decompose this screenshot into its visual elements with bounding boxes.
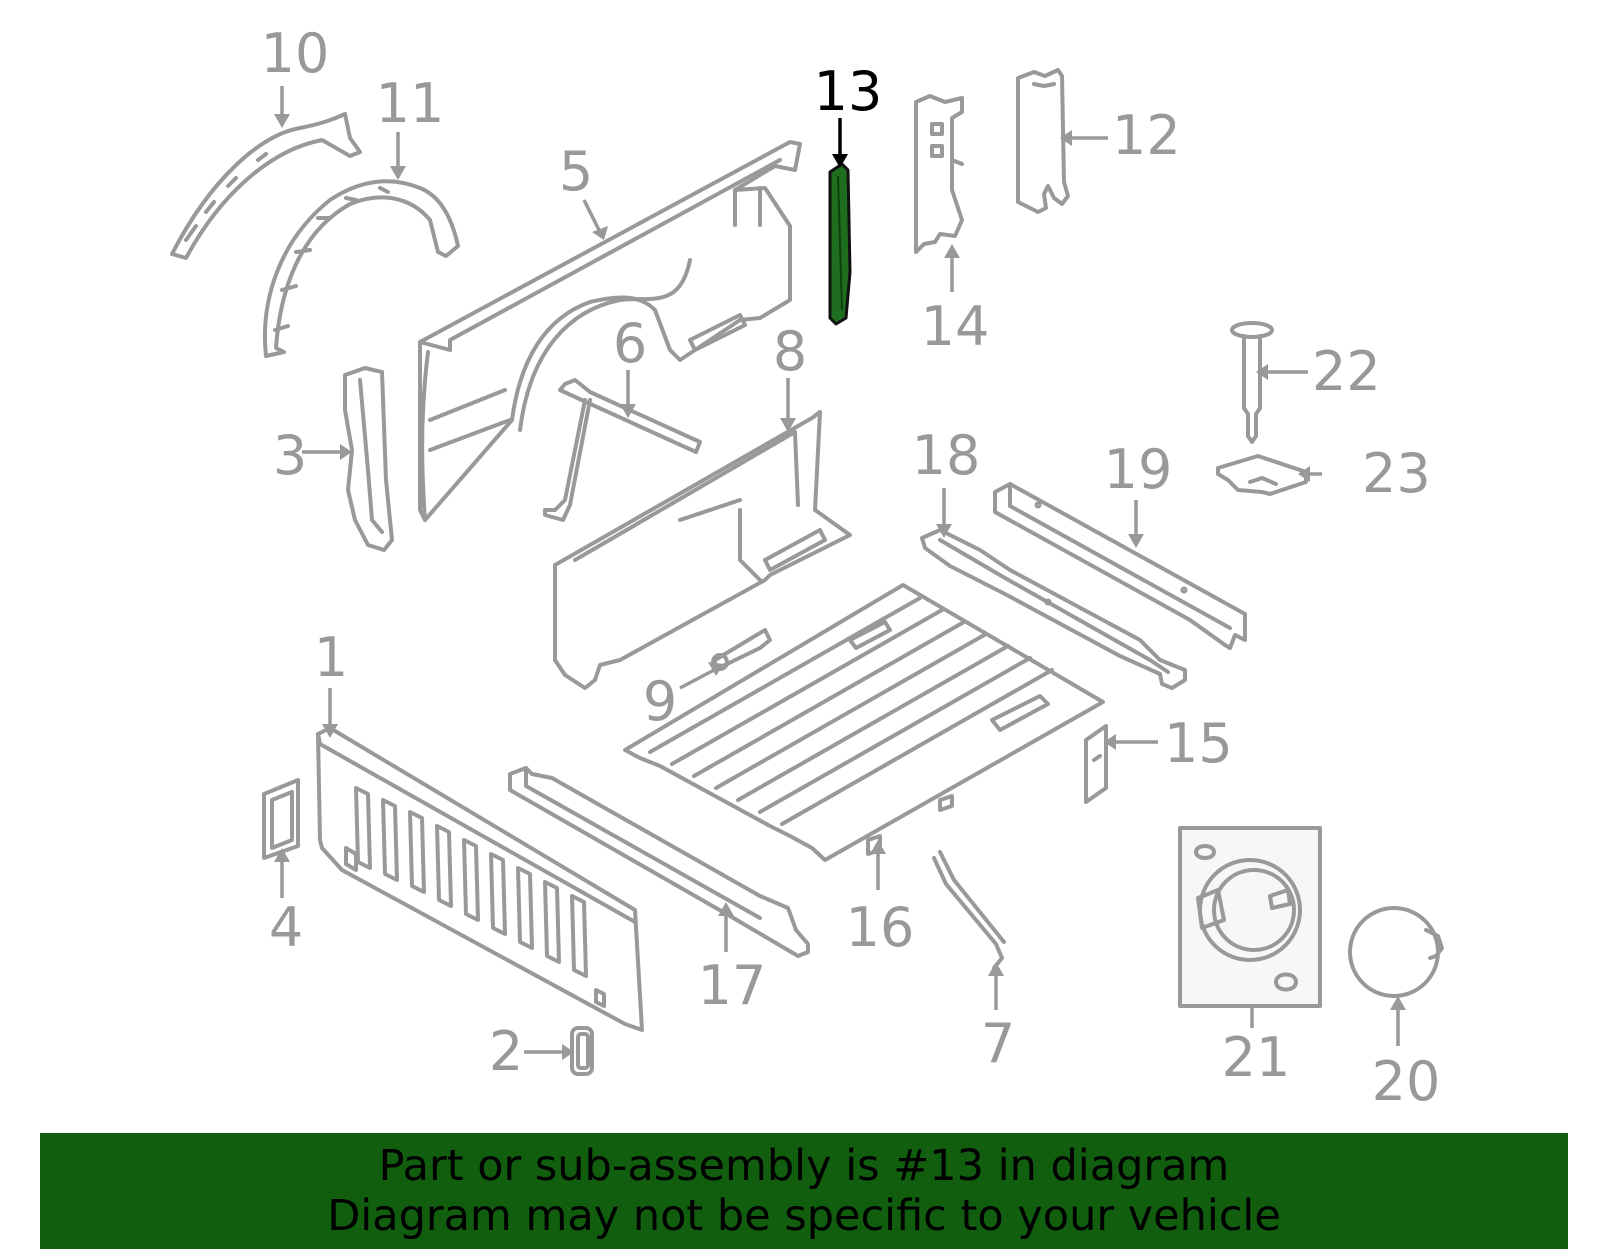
part-16-floor[interactable] — [623, 583, 1105, 862]
part-10-wheelhouse-outer[interactable] — [170, 112, 362, 260]
callout-12[interactable]: 12 — [1112, 104, 1181, 167]
callout-20[interactable]: 20 — [1372, 1050, 1441, 1113]
callout-13[interactable]: 13 — [814, 60, 883, 123]
callout-23[interactable]: 23 — [1362, 442, 1431, 505]
part-20-fuel-door[interactable] — [1348, 906, 1444, 998]
callout-6[interactable]: 6 — [613, 312, 647, 375]
callout-16[interactable]: 16 — [846, 896, 915, 959]
part-21-fuel-housing[interactable] — [1178, 826, 1322, 1008]
part-2-reflector[interactable] — [570, 1026, 594, 1076]
callout-1[interactable]: 1 — [314, 626, 348, 689]
callout-18[interactable]: 18 — [912, 424, 981, 487]
callout-7[interactable]: 7 — [981, 1012, 1015, 1075]
callout-14[interactable]: 14 — [921, 295, 990, 358]
part-18-crossmember[interactable] — [920, 528, 1187, 690]
part-3-brace[interactable] — [343, 366, 394, 552]
banner-line-disclaimer: Diagram may not be specific to your vehi… — [327, 1191, 1281, 1241]
callout-21[interactable]: 21 — [1222, 1026, 1291, 1089]
callout-2[interactable]: 2 — [489, 1020, 523, 1083]
part-7-rod[interactable] — [932, 850, 1006, 970]
part-12-pillar[interactable] — [1016, 68, 1070, 214]
part-19-crossmember[interactable] — [993, 482, 1247, 650]
callout-5[interactable]: 5 — [559, 140, 593, 203]
callout-17[interactable]: 17 — [698, 954, 767, 1017]
callout-8[interactable]: 8 — [773, 320, 807, 383]
info-banner: Part or sub-assembly is #13 in diagram D… — [40, 1133, 1568, 1249]
banner-line-part: Part or sub-assembly is #13 in diagram — [378, 1141, 1230, 1191]
part-23-plate[interactable] — [1216, 454, 1308, 496]
callout-22[interactable]: 22 — [1312, 340, 1381, 403]
part-8-front-panel[interactable] — [553, 410, 852, 690]
part-14-pillar[interactable] — [914, 94, 964, 254]
part-4-plate[interactable] — [262, 778, 300, 860]
part-11-wheelhouse-inner[interactable] — [263, 179, 460, 358]
part-5-side-panel[interactable] — [418, 140, 802, 522]
part-1-front-panel[interactable] — [316, 726, 644, 1032]
part-6-stay-rod[interactable] — [543, 378, 702, 522]
callout-9[interactable]: 9 — [643, 670, 677, 733]
part-15-bracket[interactable] — [1084, 724, 1108, 804]
arrowheads — [274, 114, 1406, 1060]
callout-19[interactable]: 19 — [1104, 438, 1173, 501]
part-9-bracket[interactable] — [711, 628, 772, 671]
callout-3[interactable]: 3 — [273, 424, 307, 487]
part-22-bolt[interactable] — [1230, 321, 1274, 444]
callout-10[interactable]: 10 — [261, 22, 330, 85]
leader-lines — [280, 86, 1400, 1054]
callout-4[interactable]: 4 — [269, 896, 303, 959]
part-13-pillar-highlighted[interactable] — [828, 162, 852, 326]
callout-labels: 10 11 5 3 6 8 9 13 14 12 22 23 19 18 15 … — [261, 22, 1441, 1113]
callout-15[interactable]: 15 — [1164, 712, 1233, 775]
callout-11[interactable]: 11 — [376, 72, 445, 135]
